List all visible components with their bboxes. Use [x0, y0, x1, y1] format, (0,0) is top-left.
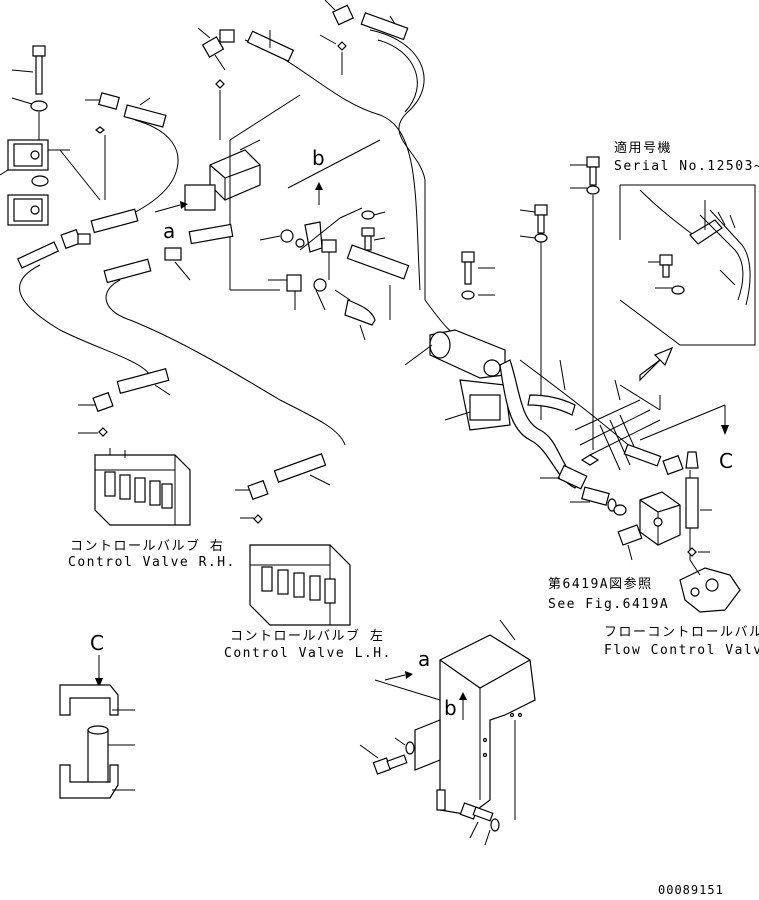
hose-lines-right	[499, 359, 621, 512]
elbow-fitting-top-left	[85, 92, 167, 200]
flow-control-valve-en: Flow Control Valve	[604, 643, 759, 658]
small-bolts-center	[361, 210, 386, 251]
cover-bracket-assembly	[374, 619, 536, 820]
solenoid-block-lower	[7, 194, 49, 226]
hose-bundle-right	[574, 399, 684, 476]
hose-routes	[19, 29, 691, 560]
view-arrow-b-lower: b	[444, 692, 467, 720]
serial-label-ja: 適用号機	[614, 140, 672, 156]
inset-pointer-arrow: C	[619, 346, 733, 473]
elbow-fitting-top-center	[197, 27, 295, 140]
washer-icon	[31, 175, 49, 187]
elbow-fitting-lh	[235, 453, 331, 524]
hose-assembly-center	[334, 244, 410, 341]
elbow-fitting-left	[60, 228, 91, 250]
view-letter-b: b	[312, 146, 325, 170]
view-letter-c-right: C	[719, 449, 733, 473]
hose-clamp-center	[259, 207, 363, 311]
view-arrow-b-upper: b	[287, 139, 381, 205]
fig-ref-en: See Fig.6419A	[548, 597, 669, 612]
label-control-valve-lh: コントロールバルブ 左 Control Valve L.H.	[224, 628, 392, 661]
solenoid-bracket-center	[184, 94, 301, 291]
pipe-clamp-assembly	[404, 251, 511, 431]
control-valve-lh	[249, 544, 351, 626]
view-letter-b-lower: b	[444, 696, 457, 720]
elbow-fitting-top-right	[319, 0, 409, 75]
center-fittings	[103, 223, 234, 284]
hose-end-fitting-left	[16, 241, 60, 269]
view-arrow-a-upper: a	[154, 201, 188, 243]
label-flow-control-valve: フローコントロールバルブ Flow Control Valve	[604, 624, 759, 658]
serial-label-en: Serial No.12503~	[614, 159, 759, 174]
fig-ref-ja: 第6419A図参照	[548, 576, 653, 592]
control-valve-rh-ja: コントロールバルブ 右	[70, 538, 224, 554]
control-valve-rh	[94, 448, 191, 526]
control-valve-lh-ja: コントロールバルブ 左	[230, 628, 384, 644]
view-letter-a: a	[163, 219, 175, 243]
view-letter-a-lower: a	[418, 647, 430, 671]
hose-connector-left	[90, 208, 139, 234]
label-fig-ref: 第6419A図参照 See Fig.6419A	[548, 576, 669, 612]
drawing-number: 00089151	[658, 883, 724, 897]
view-c-detail: C	[59, 631, 135, 799]
cover-bolts	[359, 737, 500, 846]
bolt-stack-left	[11, 45, 48, 140]
flow-control-valve-ja: フローコントロールバルブ	[604, 624, 759, 640]
tall-bolts	[519, 156, 600, 450]
flow-control-valve-pictorial	[679, 559, 741, 613]
control-valve-lh-en: Control Valve L.H.	[224, 646, 392, 661]
view-arrow-a-lower: a	[384, 647, 430, 681]
solenoid-block-upper	[7, 139, 70, 171]
control-valve-rh-en: Control Valve R.H.	[68, 555, 236, 570]
elbow-fitting-rh	[78, 367, 171, 437]
view-letter-c-lower: C	[90, 631, 104, 655]
label-control-valve-rh: コントロールバルブ 右 Control Valve R.H.	[68, 538, 236, 570]
flow-control-valve-assembly	[613, 451, 712, 561]
serial-inset: 適用号機 Serial No.12503~	[614, 140, 759, 346]
